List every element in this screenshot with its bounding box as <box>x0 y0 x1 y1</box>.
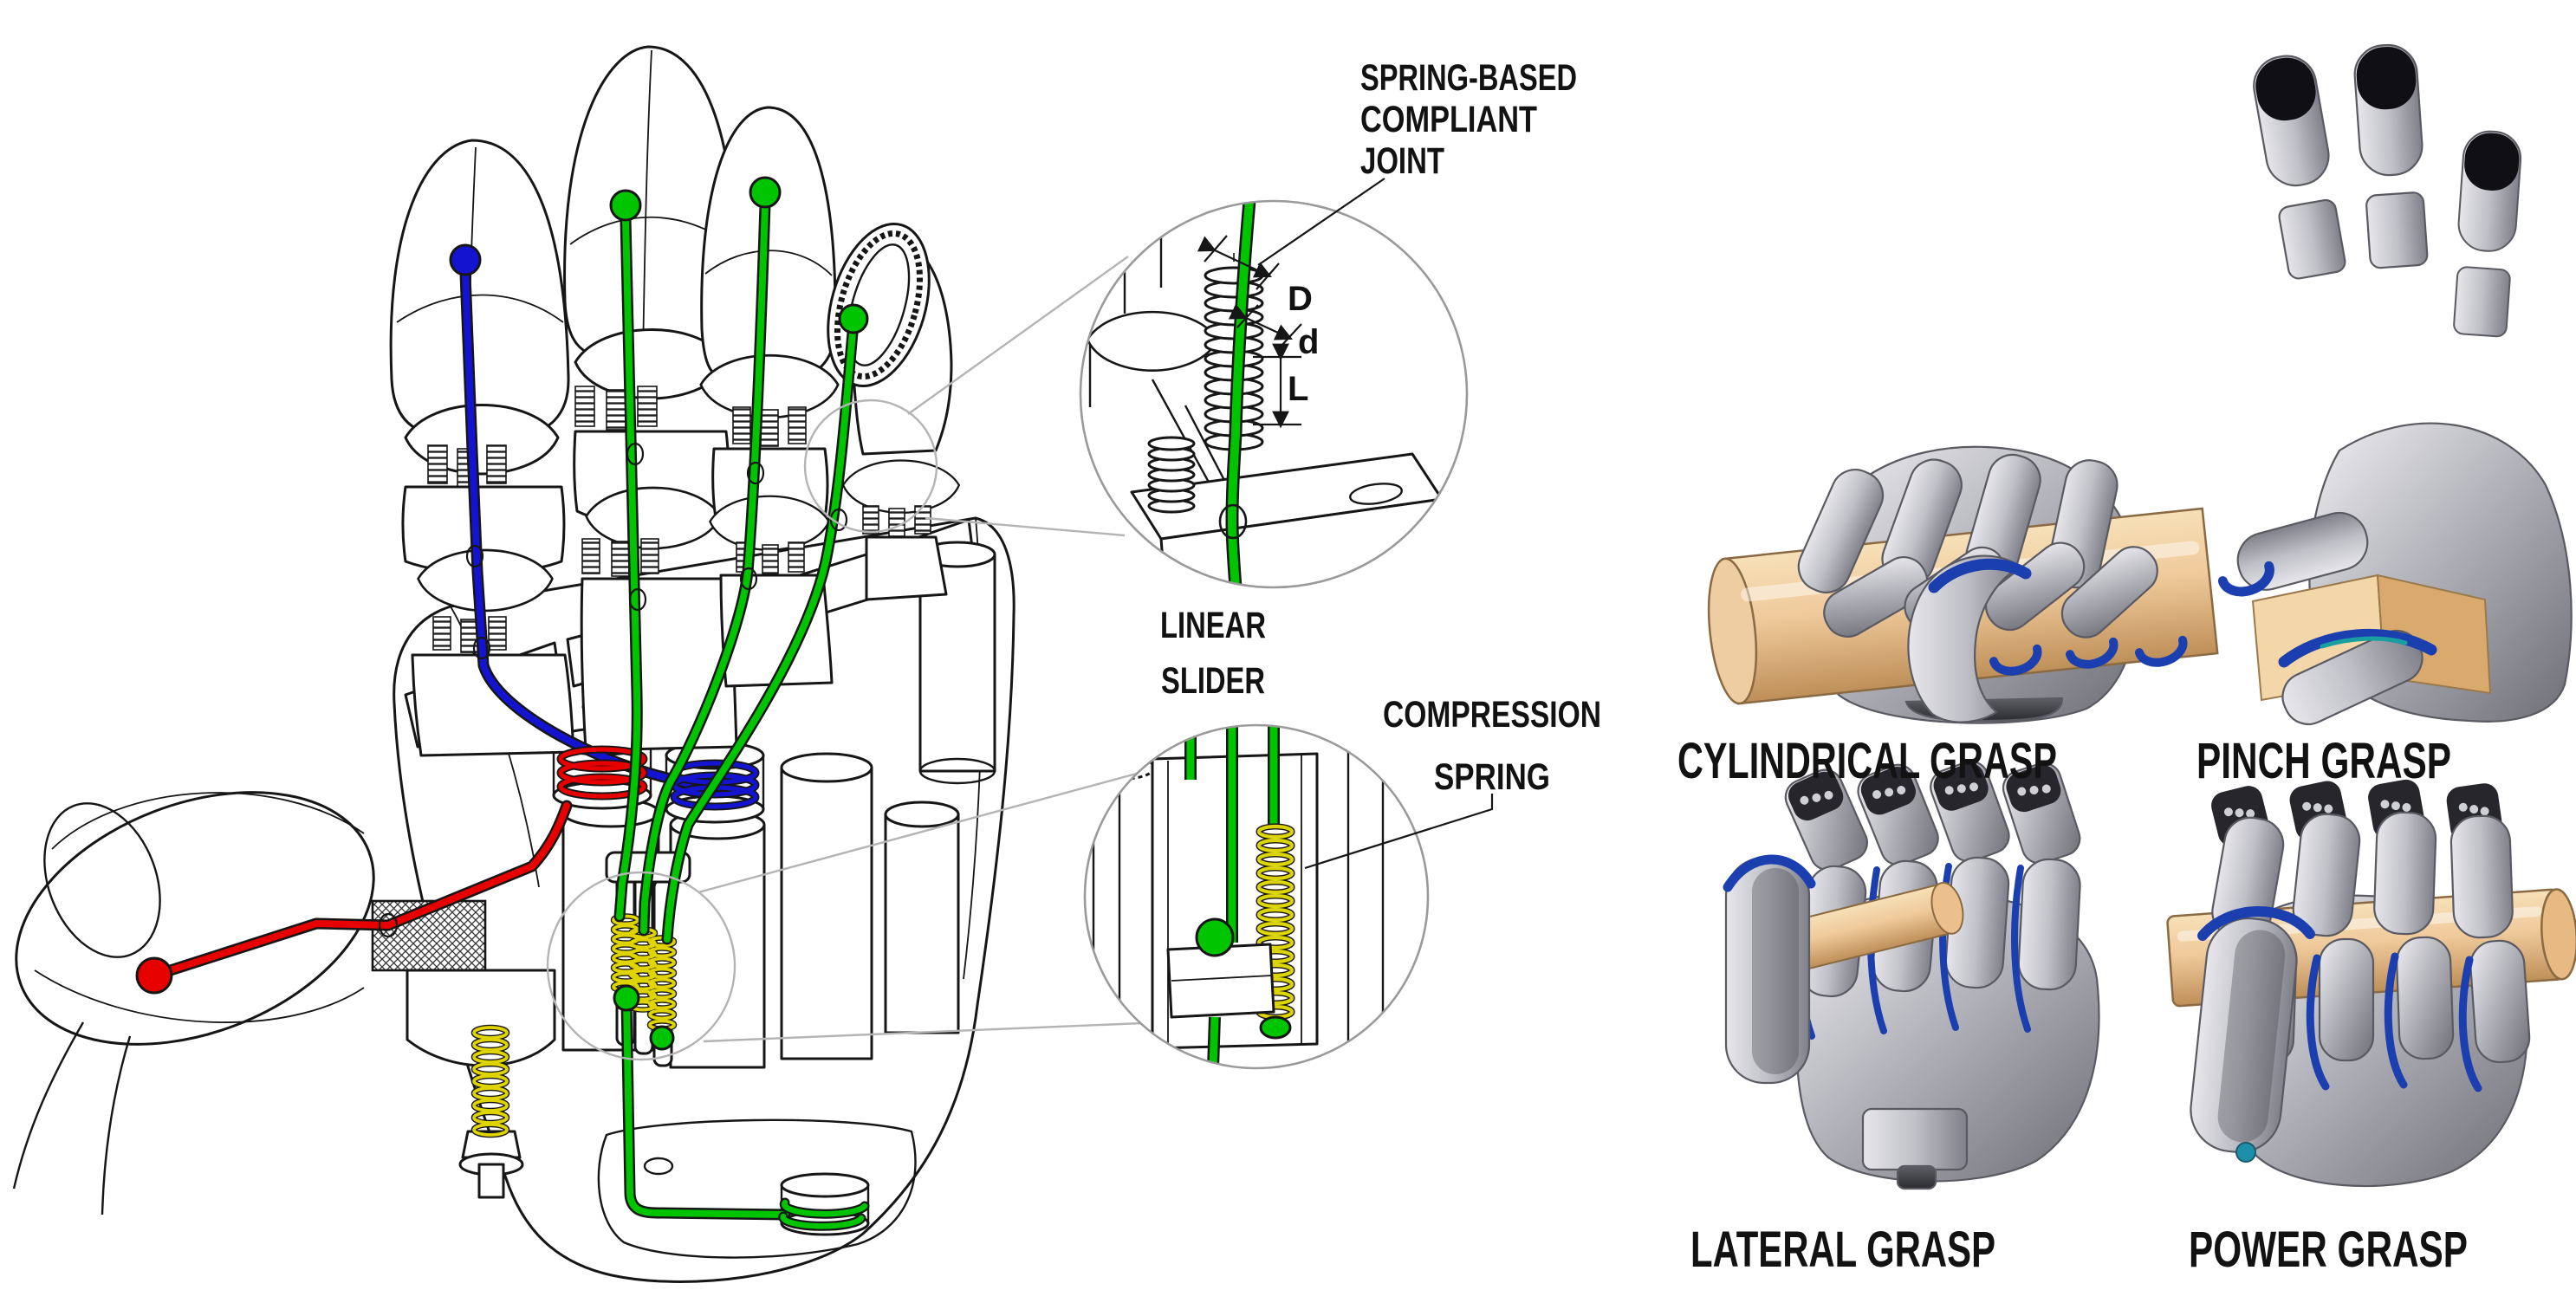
spring-joint-label-line1: SPRING-BASED <box>1360 57 1577 99</box>
lateral-thumb <box>1723 854 1816 1085</box>
dimension-wire-diameter: d <box>1298 323 1319 361</box>
cylindrical-thumb <box>1907 554 2023 723</box>
grasp-labels: CYLINDRICAL GRASP PINCH GRASP LATERAL GR… <box>1677 733 2468 1278</box>
tendon-ball-green <box>613 984 640 1012</box>
power-grasp-figure <box>2166 779 2576 1188</box>
cylindrical-grasp-label: CYLINDRICAL GRASP <box>1677 733 2057 789</box>
callout-links <box>546 256 1164 1061</box>
pinch-grasp-figure <box>2217 43 2573 726</box>
spring-dimensions: D d L <box>1197 235 1319 429</box>
dimension-outer-diameter: D <box>1288 280 1313 318</box>
tendon-red <box>151 802 570 979</box>
power-thumb <box>2190 917 2298 1154</box>
tendon-green <box>616 201 857 1218</box>
robotic-hand-linework <box>12 45 1164 1283</box>
fingertip-anchor-red <box>135 956 173 995</box>
linear-slider-label-line2: SLIDER <box>1161 660 1265 702</box>
spring-joint-label-line3: JOINT <box>1360 140 1444 182</box>
power-grasp-label: POWER GRASP <box>2189 1222 2468 1278</box>
tendon-ball-green <box>649 1025 675 1051</box>
lateral-grasp-label: LATERAL GRASP <box>1690 1222 1995 1278</box>
compression-springs <box>470 913 678 1138</box>
compression-spring-coil <box>1256 824 1294 1020</box>
linear-slider-detail <box>1083 723 1494 1070</box>
slider-ball-green <box>1195 917 1235 957</box>
compression-spring-label-line1: COMPRESSION <box>1383 694 1601 736</box>
pinch-grasp-label: PINCH GRASP <box>2196 733 2451 789</box>
tendons <box>135 176 870 1231</box>
compression-spring-label-line2: SPRING <box>1434 756 1550 798</box>
pinch-raised-fingers <box>2253 43 2522 338</box>
callout-labels: SPRING-BASED COMPLIANT JOINT LINEAR SLID… <box>1160 57 1601 798</box>
lateral-grasp-figure <box>1723 760 2100 1190</box>
spring-joint-label-line2: COMPLIANT <box>1360 99 1537 140</box>
linear-slider-label-line1: LINEAR <box>1160 605 1266 646</box>
middle-finger <box>563 45 738 752</box>
fingertip-anchor-blue <box>449 243 482 276</box>
joint-spring-small <box>1147 436 1196 514</box>
lateral-rod <box>1775 881 1964 975</box>
fingertip-anchor-green <box>609 189 642 222</box>
dimension-spring-length: L <box>1288 370 1308 408</box>
cylindrical-grasp-figure <box>1707 445 2219 724</box>
fingertip-anchor-green <box>749 176 782 209</box>
lateral-fingers <box>1784 760 2081 872</box>
thumb <box>12 791 556 1215</box>
fingertip-anchor-green <box>838 303 869 334</box>
